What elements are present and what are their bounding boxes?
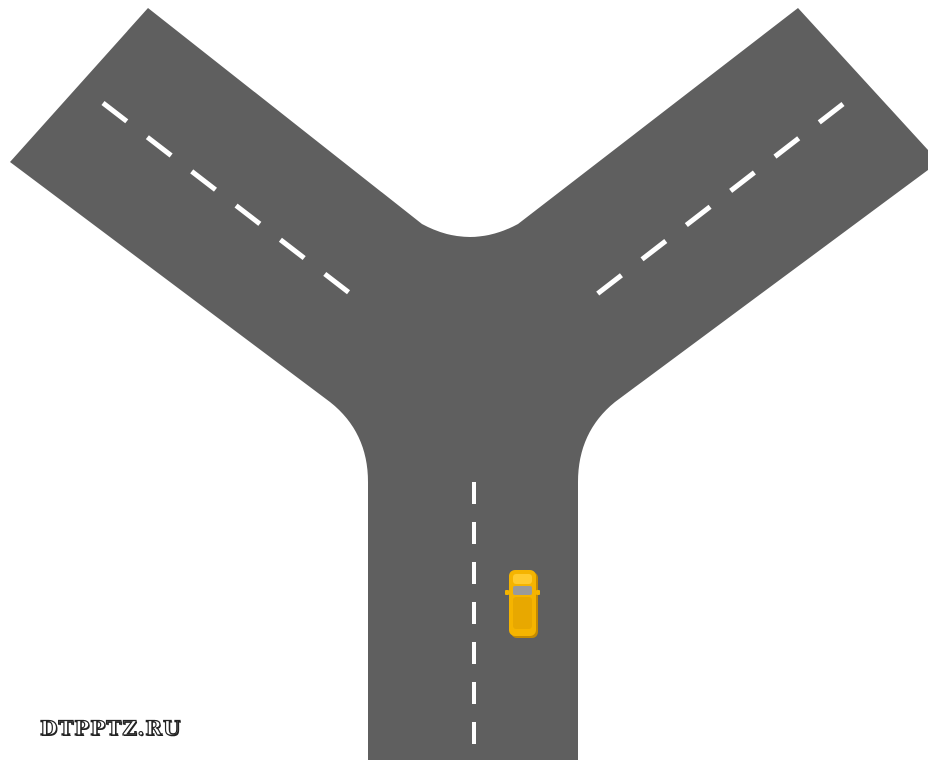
car-windshield [513, 586, 532, 595]
car-hood [513, 574, 532, 584]
car-mirror-right [536, 590, 540, 595]
car-icon [505, 570, 540, 638]
car-roof [513, 597, 532, 629]
site-watermark: DTPPTZ.RU [40, 716, 181, 740]
car-mirror-left [505, 590, 509, 595]
